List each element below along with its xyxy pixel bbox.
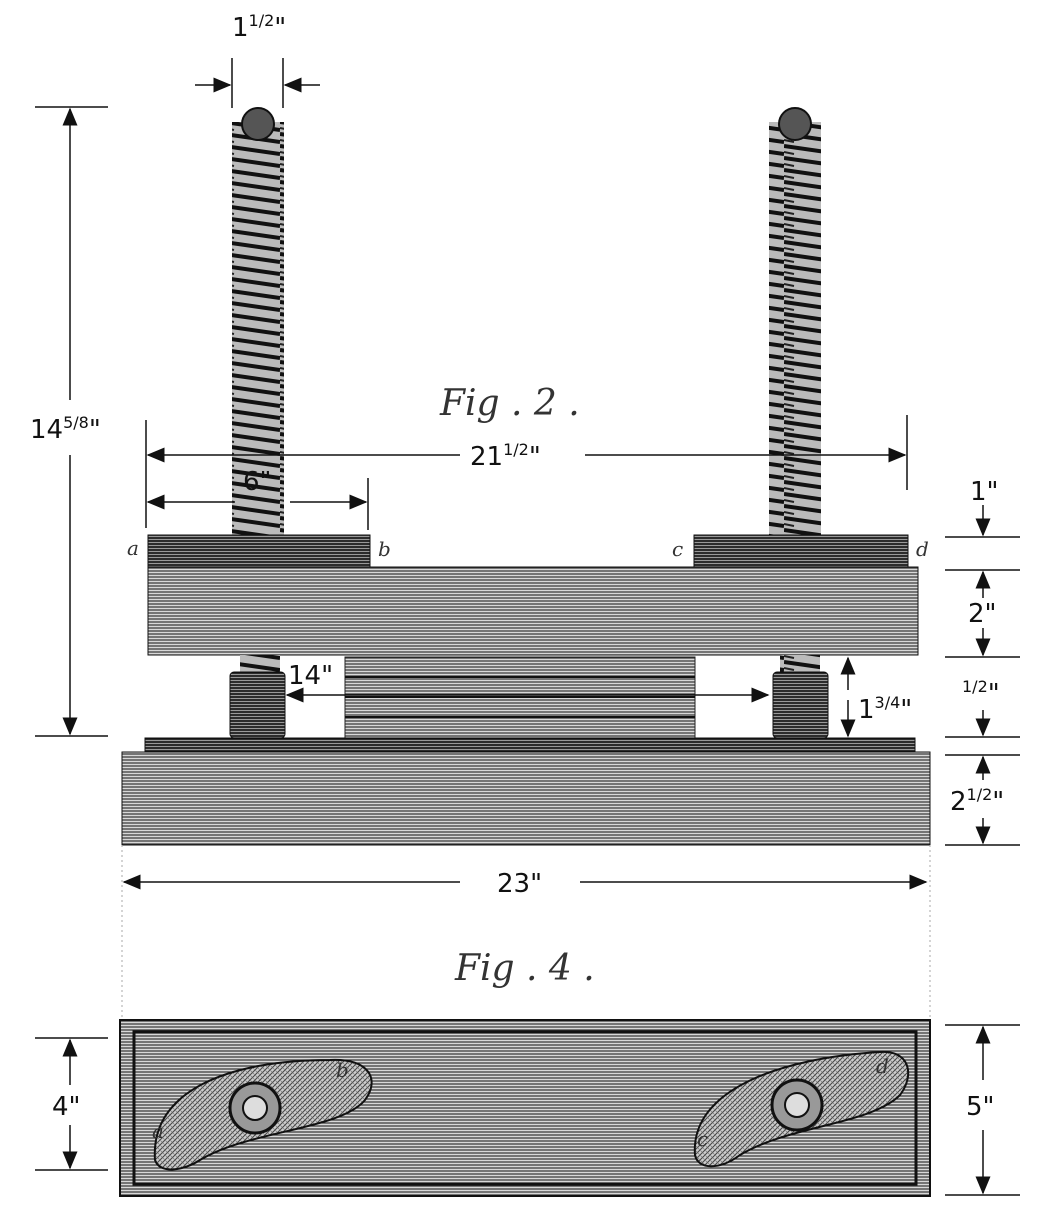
block-ab — [147, 534, 371, 569]
beam — [147, 566, 919, 656]
base-lip — [144, 737, 916, 753]
dim-opening-height: 13/4" — [858, 693, 912, 725]
letter-c-fig4: c — [697, 1127, 708, 1151]
letter-c-fig2: c — [672, 537, 683, 561]
dim-screw-spacing: 211/2" — [470, 440, 541, 472]
letter-b-fig4: b — [336, 1058, 349, 1082]
left-cylinder — [229, 671, 286, 739]
left-screw — [232, 107, 284, 537]
dim-beam-height: 2" — [968, 599, 997, 629]
dim-base-width: 23" — [497, 869, 542, 899]
block-cd — [693, 534, 909, 569]
book-stack — [344, 656, 696, 739]
dim-bottom-height: 5" — [966, 1092, 995, 1122]
right-cylinder — [772, 671, 829, 739]
letter-b-fig2: b — [378, 537, 391, 561]
dim-base-height: 21/2" — [950, 785, 1004, 817]
base-board — [121, 751, 931, 846]
dimension-lines — [35, 58, 1020, 1196]
left-lower-screw — [240, 655, 280, 675]
dim-cam-height: 4" — [52, 1092, 81, 1122]
letter-d-fig4: d — [876, 1054, 889, 1078]
right-screw — [769, 107, 821, 537]
dim-lip-height: 1/2" — [962, 677, 1000, 709]
letter-a-fig4: a — [152, 1119, 164, 1143]
dim-total-height: 145/8" — [30, 413, 101, 445]
letter-d-fig2: d — [916, 537, 929, 561]
dim-screw-diameter: 11/2" — [232, 11, 286, 43]
fig2-label: Fig . 2 . — [439, 383, 580, 424]
dim-inner-width: 14" — [288, 661, 333, 691]
dim-block-width: 6" — [243, 467, 272, 497]
fig4-board — [119, 1019, 931, 1197]
fig4-label: Fig . 4 . — [454, 948, 595, 989]
dim-block-height: 1" — [970, 477, 999, 507]
right-lower-screw — [780, 655, 820, 675]
letter-a-fig2: a — [127, 536, 139, 560]
